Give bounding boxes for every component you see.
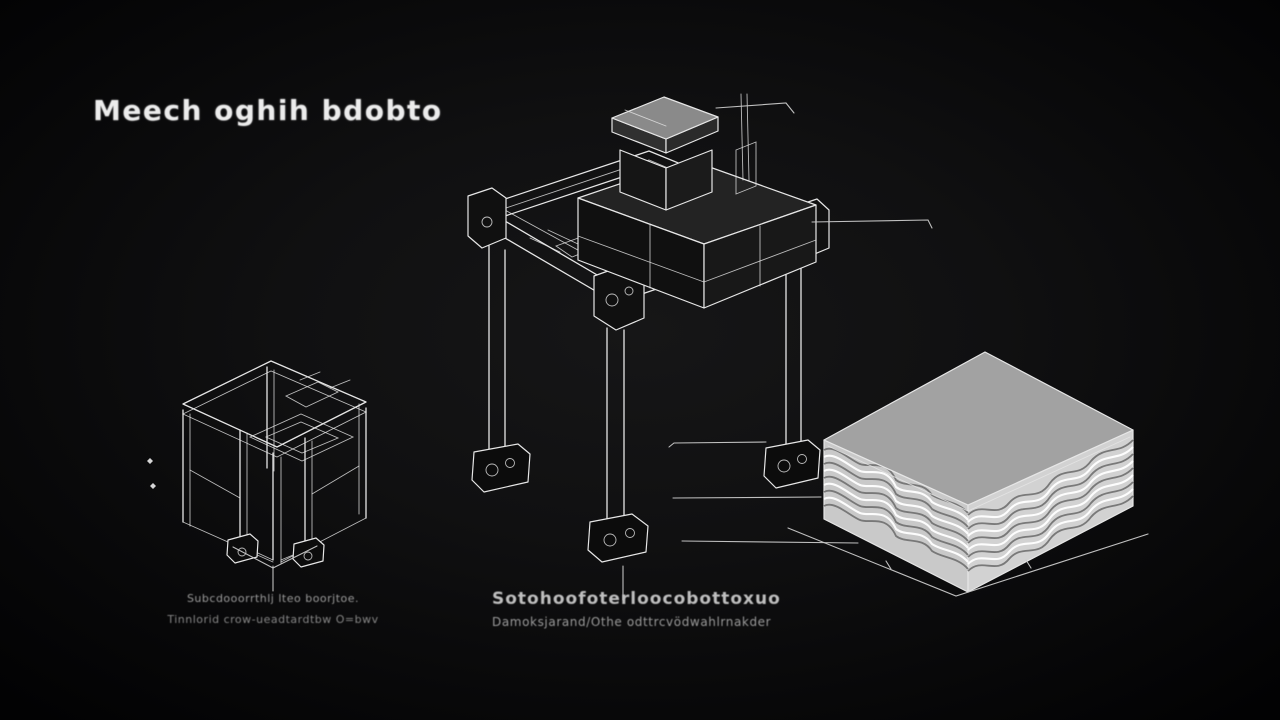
upper-motor-box <box>611 96 719 211</box>
leader-mid-1 <box>668 441 767 448</box>
frame-legs <box>488 245 802 525</box>
caption-center-line2: Damoksjarand/Othe odttrcvödwahlrnakder <box>492 615 772 629</box>
caption-left-line2: Tinnlorid crow-ueadtardtbw O=bwv <box>167 613 379 626</box>
leader-lines <box>622 102 933 601</box>
corner-bracket-south <box>593 265 645 331</box>
corner-bracket-west <box>467 187 507 249</box>
layer-stack-figure <box>787 351 1149 597</box>
antenna-rod <box>735 93 757 195</box>
marker-dot-upper <box>147 458 153 464</box>
caption-left-line1: Subcdooorrthlj lteo boorjtoe. <box>186 592 360 605</box>
mini-foot-right <box>292 537 325 568</box>
leader-east-corner <box>811 219 933 229</box>
leader-top-right <box>715 102 795 114</box>
stack-top-sheet <box>823 351 1134 506</box>
foot-bracket-east <box>763 439 821 489</box>
leader-mid-2 <box>672 496 822 499</box>
stack-base-outline <box>787 527 1149 597</box>
mini-frame-figure <box>147 360 368 592</box>
foot-bracket-west <box>471 443 531 493</box>
mini-foot-left <box>226 533 259 564</box>
diagram-title: Meech oghih bdobto <box>93 94 443 127</box>
marker-dot-lower <box>150 483 156 489</box>
foot-bracket-south <box>587 513 649 563</box>
main-frame-figure <box>467 93 830 563</box>
leader-mid-3 <box>681 540 859 544</box>
caption-center-line1: Sotohoofoterloocobottoxuo <box>492 589 781 609</box>
caption-center-block: Sotohoofoterloocobottoxuo Damoksjarand/O… <box>492 589 802 629</box>
caption-left-block: Subcdooorrthlj lteo boorjtoe. Tinnlorid … <box>158 592 388 626</box>
